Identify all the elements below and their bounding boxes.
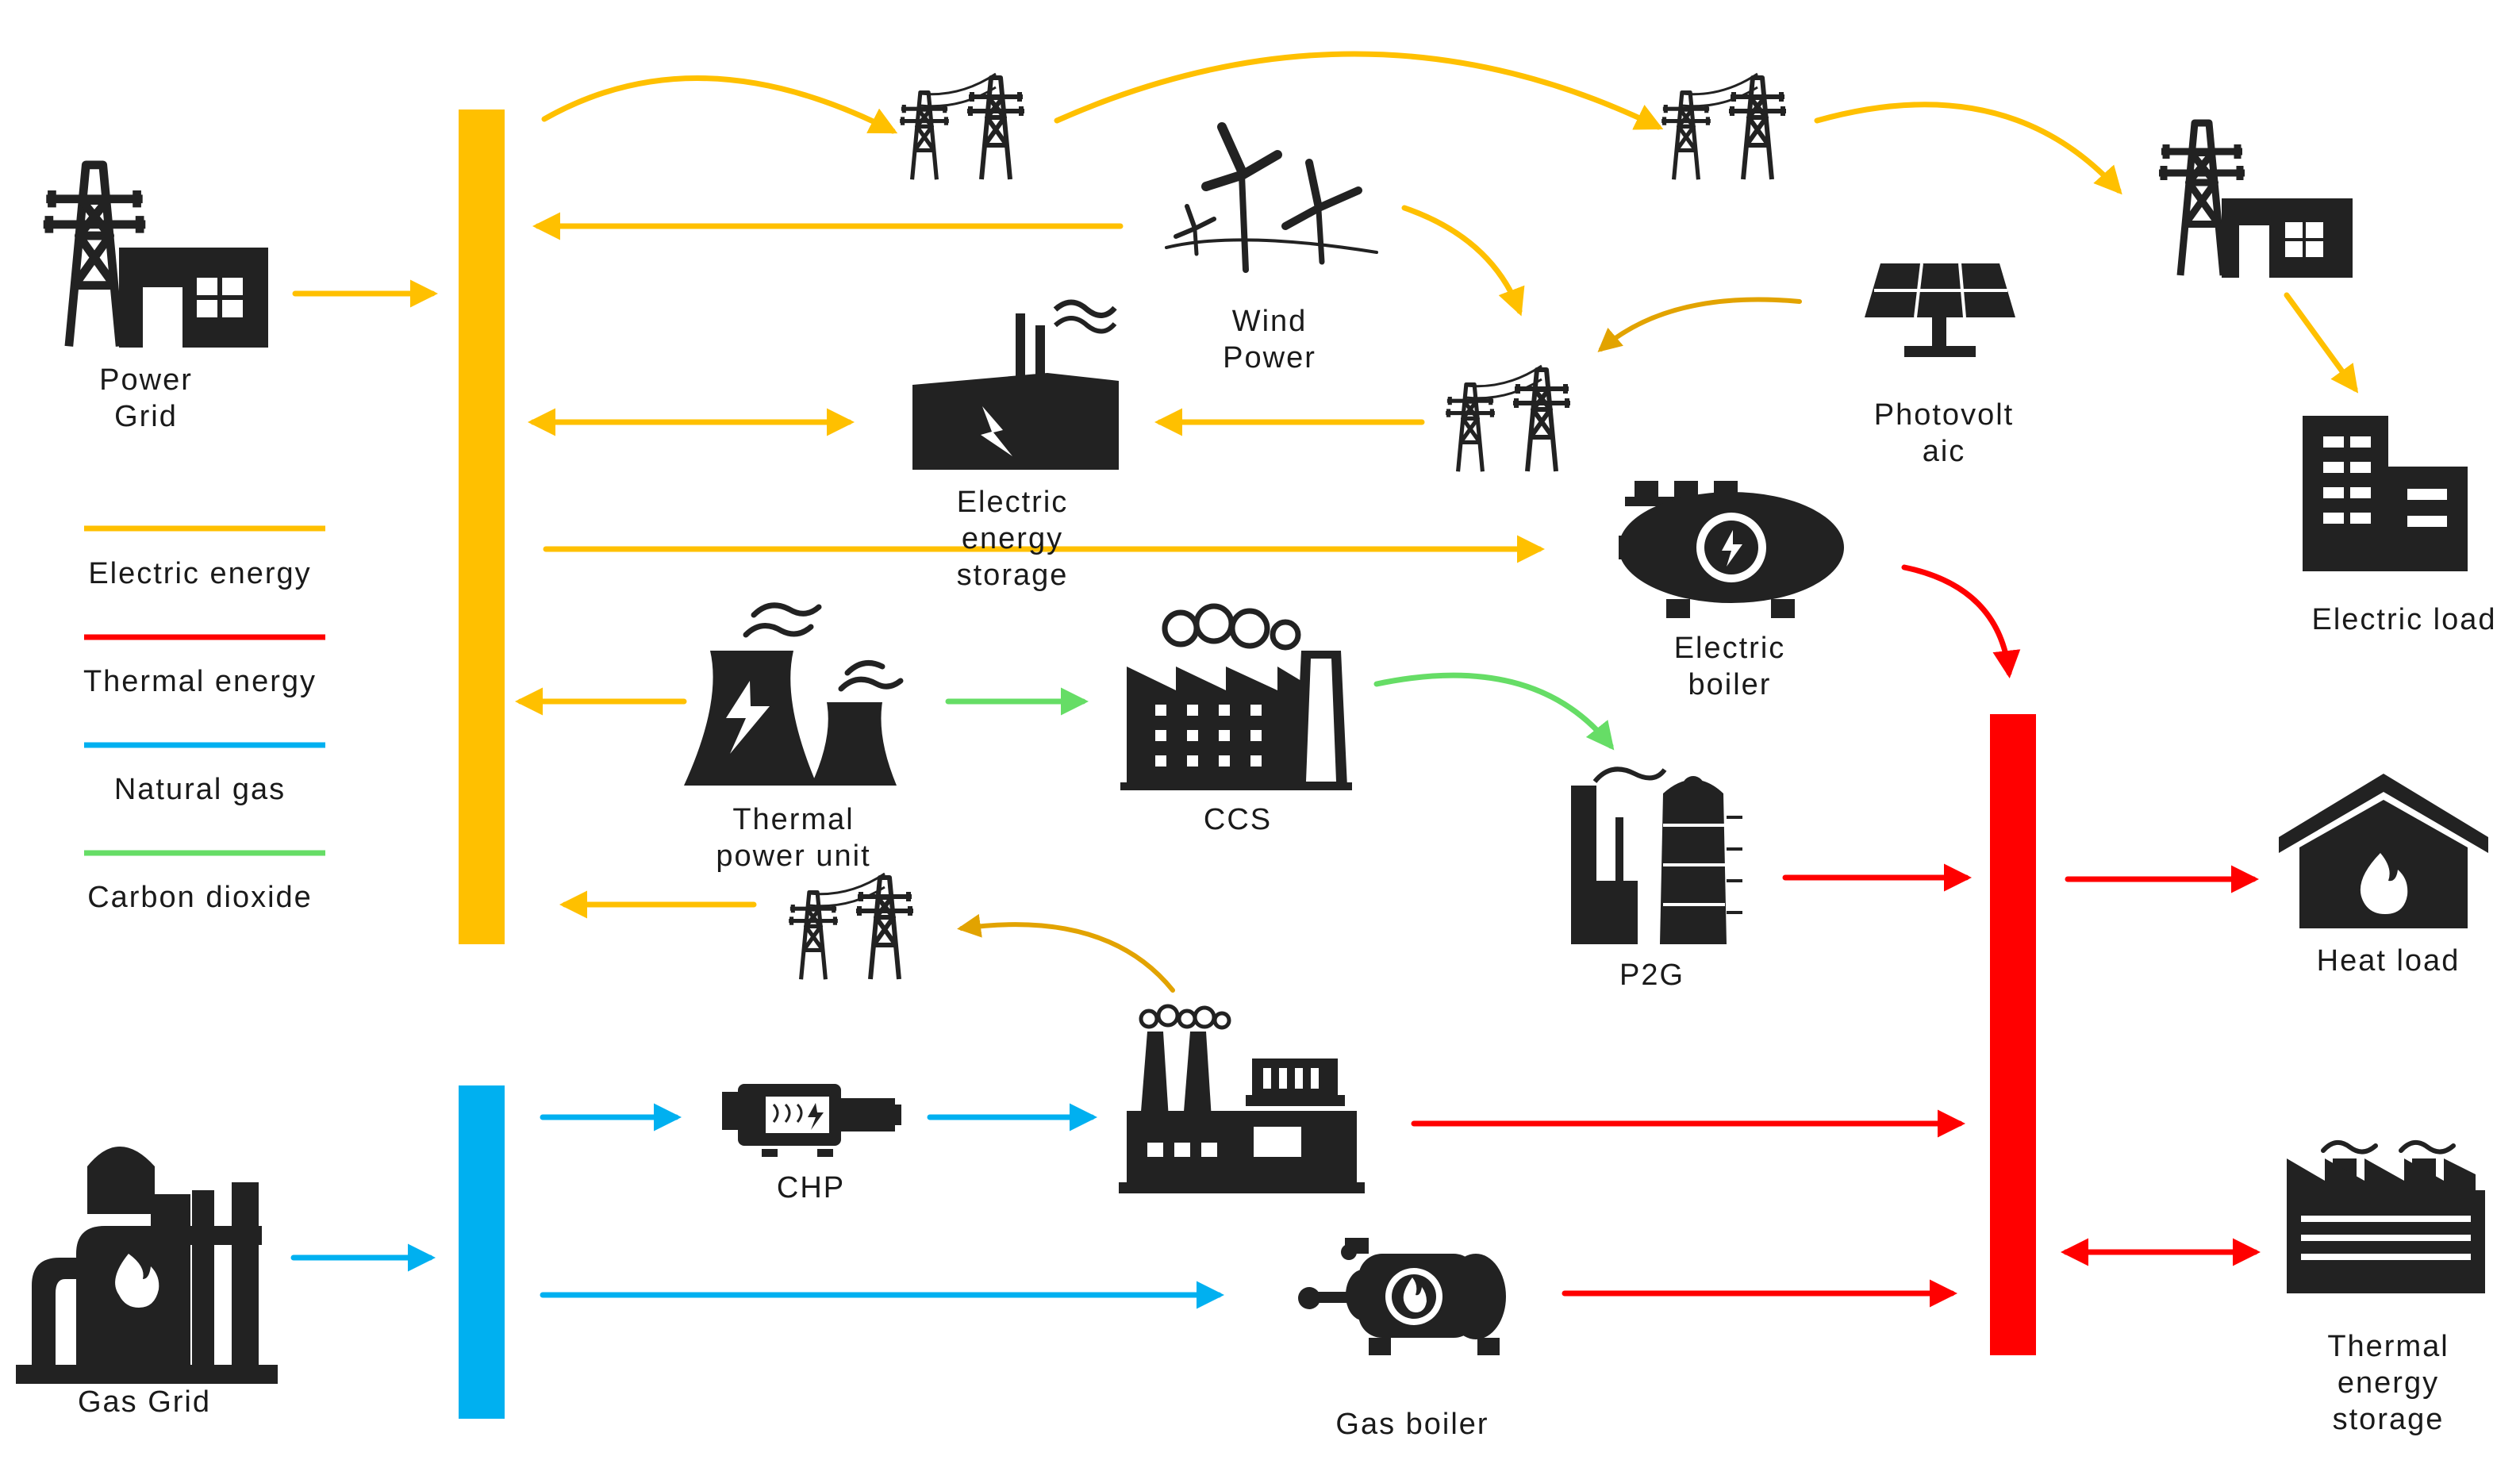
legend-label-electric: Electric energy [88,557,312,590]
arrow-chp-to-tower4 [957,913,1175,993]
label-p2g: P2G [1619,959,1685,992]
building-icon [2303,416,2468,571]
factory-icon [1120,603,1352,790]
gas-grid-icon [16,1147,278,1384]
chp-engine-icon [722,1084,901,1157]
cooling-tower-icon [684,602,904,786]
power-grid-icon [44,165,268,348]
label-gas-boiler: Gas boiler [1335,1408,1489,1441]
label-chp: CHP [776,1171,846,1204]
arrow-tower1-to-tower2 [1054,51,1664,130]
label-ccs: CCS [1203,803,1273,836]
arrow-load-tower-to-load [2284,292,2359,394]
electric-bus [459,110,505,944]
arrow-bus-to-tower1 [541,75,898,134]
transmission-tower-1-icon [900,74,1024,179]
thermal-storage-icon [2287,1140,2485,1293]
transmission-tower-4-icon [789,874,913,979]
wind-turbine-icon [1165,122,1378,273]
gas-bus [459,1085,505,1419]
arrow-pv-to-tower3 [1597,297,1802,352]
electric-boiler-icon [1619,481,1844,618]
legend-label-gas: Natural gas [113,773,286,806]
battery-factory-icon [912,299,1119,470]
label-electric-load: Electric load [2311,603,2497,636]
load-substation-icon [2159,123,2353,278]
arrow-eboiler-to-thermal-bus [1901,564,2021,678]
house-fire-icon [2279,774,2488,928]
chp-plant-icon [1119,1004,1365,1193]
solar-panel-icon [1865,263,2015,357]
legend-label-thermal: Thermal energy [83,665,317,698]
transmission-tower-2-icon [1661,74,1786,179]
label-heat-load: Heat load [2316,944,2460,978]
transmission-tower-3-icon [1446,366,1570,471]
arrow-ccs-to-p2g [1373,672,1615,751]
legend-label-co2: Carbon dioxide [87,881,313,914]
p2g-plant-icon [1571,766,1742,944]
arrow-tower2-to-load-tower [1814,102,2122,195]
gas-boiler-icon [1298,1238,1506,1355]
arrow-wind-to-tower3 [1401,205,1525,317]
thermal-bus [1990,714,2036,1355]
label-gas-grid: Gas Grid [77,1385,212,1419]
